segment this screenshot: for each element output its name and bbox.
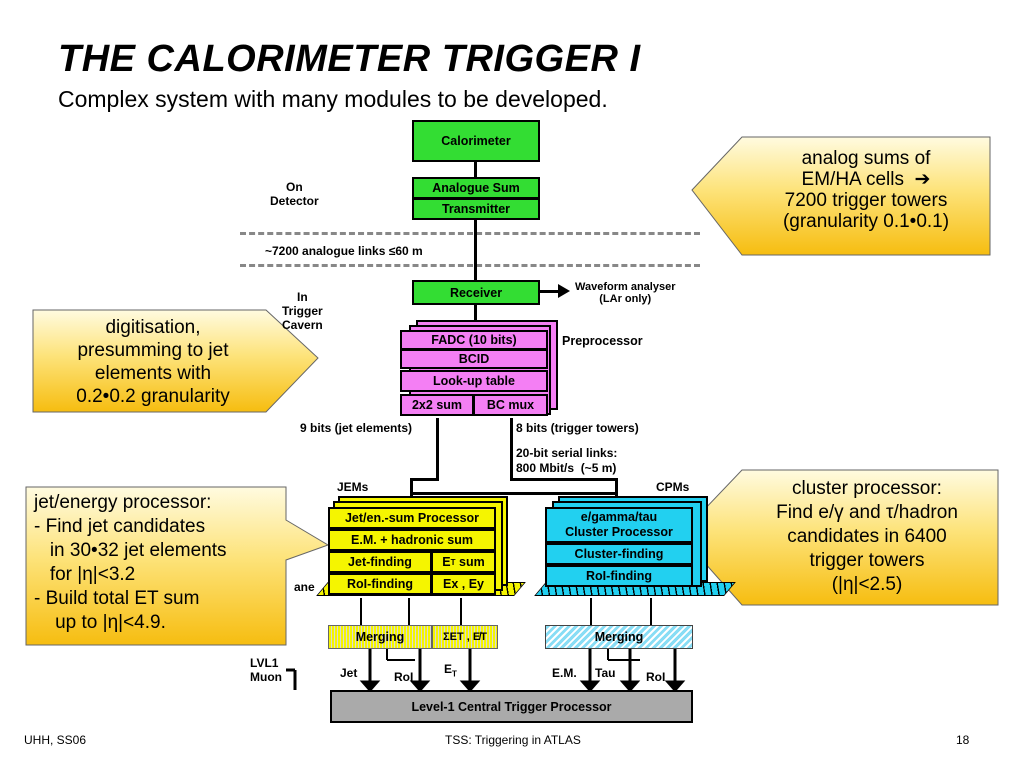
jet-output-label: Jet bbox=[340, 666, 358, 680]
merging-cp-box: Merging bbox=[545, 625, 693, 649]
footer-center: TSS: Triggering in ATLAS bbox=[445, 733, 581, 747]
connector-transmitter-receiver bbox=[474, 220, 477, 282]
ex-ey-box: Ex , Ey bbox=[431, 573, 496, 595]
connector-receiver-waveform bbox=[540, 290, 562, 293]
cpm-to-merge-2 bbox=[650, 598, 652, 625]
merging-sum-box: ΣET , E̸T bbox=[432, 625, 498, 649]
connector-pre-cpm-h bbox=[510, 478, 618, 481]
separator-dash-2 bbox=[240, 264, 700, 267]
cluster-finding-box: Cluster-finding bbox=[545, 543, 693, 565]
in-trigger-cavern-label: In Trigger Cavern bbox=[282, 290, 323, 332]
connector-receiver-pre bbox=[474, 305, 477, 325]
serial-links-label: 20-bit serial links: 800 Mbit/s (~5 m) bbox=[516, 446, 618, 475]
et-sum-e: E bbox=[442, 555, 451, 569]
callout-jet-energy-text: jet/energy processor: - Find jet candida… bbox=[34, 492, 227, 633]
jems-label: JEMs bbox=[337, 480, 369, 494]
bcmux-box: BC mux bbox=[473, 394, 548, 416]
callout-cluster-shape bbox=[679, 469, 999, 606]
callout-digitisation-shape bbox=[32, 309, 319, 413]
backplane-label: ane bbox=[294, 580, 315, 594]
connector-pre-jem-h bbox=[410, 478, 439, 481]
preprocessor-label: Preprocessor bbox=[562, 334, 643, 348]
callout-digitisation-text: digitisation, presumming to jet elements… bbox=[76, 317, 230, 407]
et-sum-t: T bbox=[450, 557, 456, 567]
egamma-box: e/gamma/tau Cluster Processor bbox=[545, 507, 693, 543]
merging-jet-box: Merging bbox=[328, 625, 432, 649]
callout-jet-energy-shape bbox=[25, 486, 330, 646]
connector-pre-jem-v2 bbox=[410, 478, 413, 498]
receiver-box: Receiver bbox=[412, 280, 540, 305]
lvl1-muon-label: LVL1 Muon bbox=[250, 656, 282, 684]
callout-analog-shape bbox=[691, 136, 991, 256]
callout-cluster-text: cluster processor: Find e/γ and τ/hadron… bbox=[776, 478, 958, 595]
separator-dash-1 bbox=[240, 232, 700, 235]
roi-output-label-2: RoI bbox=[646, 670, 666, 684]
connector-cross bbox=[410, 492, 618, 495]
et-output-label: ET bbox=[444, 662, 457, 678]
slide-title: THE CALORIMETER TRIGGER I bbox=[58, 38, 641, 80]
connector-pre-cpm bbox=[510, 418, 513, 478]
jem-to-merge-3 bbox=[460, 598, 462, 625]
bcid-box: BCID bbox=[400, 349, 548, 369]
roi-output-label-1: RoI bbox=[394, 670, 414, 684]
connector-pre-cpm-v2 bbox=[615, 478, 618, 498]
arrow-waveform-icon bbox=[558, 284, 570, 298]
roi-finding-cpm-box: RoI-finding bbox=[545, 565, 693, 587]
jet-finding-box: Jet-finding bbox=[328, 551, 432, 573]
jem-to-merge-2 bbox=[408, 598, 410, 625]
lookup-table-box: Look-up table bbox=[400, 370, 548, 392]
jet-elements-label: 9 bits (jet elements) bbox=[300, 421, 413, 435]
jem-to-merge-1 bbox=[360, 598, 362, 625]
em-output-label: E.M. bbox=[552, 666, 577, 680]
waveform-analyser-label: Waveform analyser (LAr only) bbox=[575, 281, 676, 305]
footer-right: 18 bbox=[956, 733, 970, 747]
et-sum-word: sum bbox=[455, 555, 485, 569]
callout-analog-text: analog sums of EM/HA cells ➔ 7200 trigge… bbox=[782, 148, 950, 232]
em-hadronic-box: E.M. + hadronic sum bbox=[328, 529, 496, 551]
et-output-e: E bbox=[444, 662, 453, 676]
connector-cal-sum bbox=[474, 162, 477, 177]
ctp-box: Level-1 Central Trigger Processor bbox=[330, 690, 693, 723]
et-output-t: T bbox=[452, 669, 457, 679]
calorimeter-box: Calorimeter bbox=[412, 120, 540, 162]
cpms-label: CPMs bbox=[656, 480, 690, 494]
jet-en-sum-box: Jet/en.-sum Processor bbox=[328, 507, 496, 529]
footer-left: UHH, SS06 bbox=[24, 733, 87, 747]
analogue-links-label: ~7200 analogue links ≤60 m bbox=[265, 244, 423, 258]
slide-subtitle: Complex system with many modules to be d… bbox=[58, 86, 608, 112]
connector-pre-jem bbox=[436, 418, 439, 478]
tau-output-label: Tau bbox=[595, 666, 616, 680]
on-detector-label: On Detector bbox=[270, 180, 319, 208]
transmitter-box: Transmitter bbox=[412, 198, 540, 220]
trigger-towers-label: 8 bits (trigger towers) bbox=[516, 421, 639, 435]
cpm-to-merge-1 bbox=[590, 598, 592, 625]
